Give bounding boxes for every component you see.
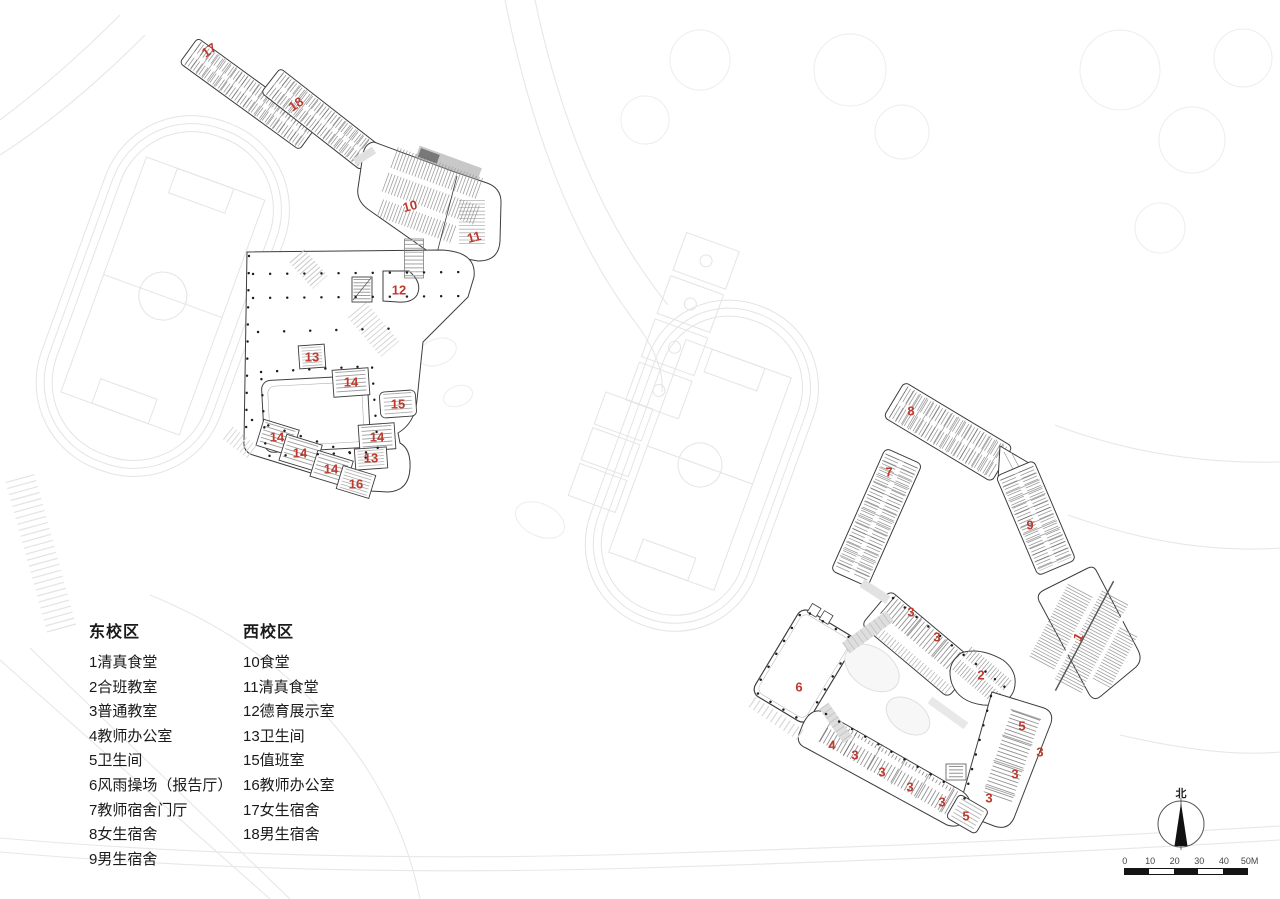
plan-label-3: 3 bbox=[906, 779, 914, 795]
module-13-b bbox=[353, 446, 389, 471]
east-dorm-9 bbox=[996, 461, 1075, 575]
plan-label-3: 3 bbox=[878, 764, 886, 780]
east-dorm-7 bbox=[832, 449, 921, 586]
plan-label-3: 3 bbox=[933, 629, 941, 645]
legend-item: 13卫生间 bbox=[243, 727, 305, 745]
module-16 bbox=[335, 464, 377, 500]
legend: 东校区 1清真食堂 2合班教室 3普通教室 4教师办公室 5卫生间 6风雨操场（报告厅） 7… bbox=[89, 618, 409, 868]
west-dorm-17 bbox=[180, 38, 317, 149]
module-15 bbox=[379, 389, 417, 419]
plan-label-3: 3 bbox=[985, 790, 993, 806]
plan-label-7: 7 bbox=[885, 464, 893, 480]
walkway-hatches bbox=[223, 146, 969, 744]
plan-label-1: 1 bbox=[1069, 630, 1087, 644]
east-corner-room-5 bbox=[946, 794, 988, 834]
legend-item: 3普通教室 bbox=[89, 703, 158, 721]
plan-label-18: 18 bbox=[285, 93, 307, 115]
east-room-2 bbox=[949, 646, 1016, 706]
scale-bar: 0 10 20 30 40 50M bbox=[1122, 856, 1258, 875]
plan-label-3: 3 bbox=[1011, 766, 1019, 782]
module-13-top bbox=[297, 343, 327, 370]
legend-heading-west: 西校区 bbox=[243, 624, 295, 641]
plan-label-12: 12 bbox=[391, 282, 407, 298]
legend-item: 1清真食堂 bbox=[89, 654, 158, 671]
north-arrow bbox=[1157, 798, 1205, 850]
scale-tick: 20 bbox=[1169, 856, 1180, 866]
legend-item: 8女生宿舍 bbox=[89, 826, 158, 844]
plan-label-5: 5 bbox=[962, 808, 970, 824]
plan-label-2: 2 bbox=[977, 667, 985, 683]
east-dining-hall bbox=[1028, 566, 1141, 700]
plan-label-9: 9 bbox=[1026, 517, 1034, 533]
plan-label-14: 14 bbox=[269, 429, 285, 445]
plan-label-5: 5 bbox=[1018, 718, 1026, 734]
plan-label-14: 14 bbox=[292, 445, 308, 461]
legend-item: 17女生宿舍 bbox=[243, 801, 320, 819]
room-12 bbox=[382, 270, 420, 303]
scale-segment bbox=[1173, 869, 1199, 874]
plan-label-13: 13 bbox=[304, 349, 320, 365]
legend-item: 7教师宿舍门厅 bbox=[89, 801, 188, 819]
legend-column-west: 西校区 10食堂 11清真食堂 12德育展示室 13卫生间 15值班室 16教师办公室 17… bbox=[243, 618, 335, 848]
legend-item: 5卫生间 bbox=[89, 752, 143, 770]
legend-column-east: 东校区 1清真食堂 2合班教室 3普通教室 4教师办公室 5卫生间 6风雨操场（报告厅） 7… bbox=[89, 618, 232, 872]
scale-segment bbox=[1149, 869, 1174, 874]
plan-label-13: 13 bbox=[363, 450, 379, 466]
legend-list-west: 10食堂 11清真食堂 12德育展示室 13卫生间 15值班室 16教师办公室 17女生宿舍… bbox=[243, 651, 335, 848]
scale-tick: 0 bbox=[1122, 856, 1128, 866]
column-dots bbox=[244, 254, 1008, 810]
plan-label-14: 14 bbox=[323, 461, 339, 477]
north-label: 北 bbox=[1175, 788, 1187, 800]
plan-label-3: 3 bbox=[851, 747, 859, 763]
west-main-building bbox=[243, 249, 475, 500]
east-right-wing bbox=[957, 691, 1053, 828]
east-courtyard-stair bbox=[945, 763, 967, 781]
plan-label-15: 15 bbox=[390, 396, 406, 412]
legend-heading-east: 东校区 bbox=[89, 624, 141, 641]
plan-label-3: 3 bbox=[907, 604, 915, 620]
east-courtyard-landscape bbox=[844, 643, 931, 736]
plan-label-14: 14 bbox=[369, 429, 385, 445]
running-track-east bbox=[584, 299, 819, 632]
plan-label-14: 14 bbox=[343, 374, 359, 390]
legend-item: 6风雨操场（报告厅） bbox=[89, 776, 233, 794]
legend-item: 16教师办公室 bbox=[243, 776, 335, 794]
legend-item: 12德育展示室 bbox=[243, 703, 335, 721]
scale-tick: 30 bbox=[1194, 856, 1205, 866]
basketball-courts-south bbox=[567, 391, 654, 514]
legend-item: 15值班室 bbox=[243, 752, 305, 770]
legend-item: 4教师办公室 bbox=[89, 727, 173, 745]
scale-tick: 50M bbox=[1240, 856, 1259, 866]
scale-ticks: 0 10 20 30 40 50M bbox=[1122, 856, 1258, 867]
west-dining-hall bbox=[357, 141, 502, 262]
plan-label-10: 10 bbox=[401, 196, 419, 216]
scale-segment bbox=[1125, 869, 1150, 874]
module-14-a bbox=[331, 367, 371, 398]
plan-label-3: 3 bbox=[938, 794, 946, 810]
plan-label-8: 8 bbox=[907, 403, 915, 419]
legend-item: 9男生宿舍 bbox=[89, 850, 158, 868]
plan-label-11: 11 bbox=[465, 227, 483, 247]
scale-segments bbox=[1124, 868, 1248, 875]
plan-label-6: 6 bbox=[795, 679, 803, 695]
plan-label-4: 4 bbox=[828, 737, 836, 753]
legend-item: 10食堂 bbox=[243, 654, 290, 671]
legend-list-east: 1清真食堂 2合班教室 3普通教室 4教师办公室 5卫生间 6风雨操场（报告厅） 7教师宿舍… bbox=[89, 651, 232, 872]
plan-label-3: 3 bbox=[1036, 744, 1044, 760]
scale-tick: 10 bbox=[1145, 856, 1156, 866]
legend-item: 18男生宿舍 bbox=[243, 826, 320, 844]
legend-item: 11清真食堂 bbox=[243, 678, 319, 696]
plan-label-16: 16 bbox=[348, 476, 364, 492]
legend-item: 2合班教室 bbox=[89, 678, 158, 696]
east-gym bbox=[753, 602, 855, 723]
scale-segment bbox=[1222, 869, 1248, 874]
scale-tick: 40 bbox=[1218, 856, 1229, 866]
scale-segment bbox=[1198, 869, 1223, 874]
plan-label-17: 17 bbox=[198, 39, 220, 61]
